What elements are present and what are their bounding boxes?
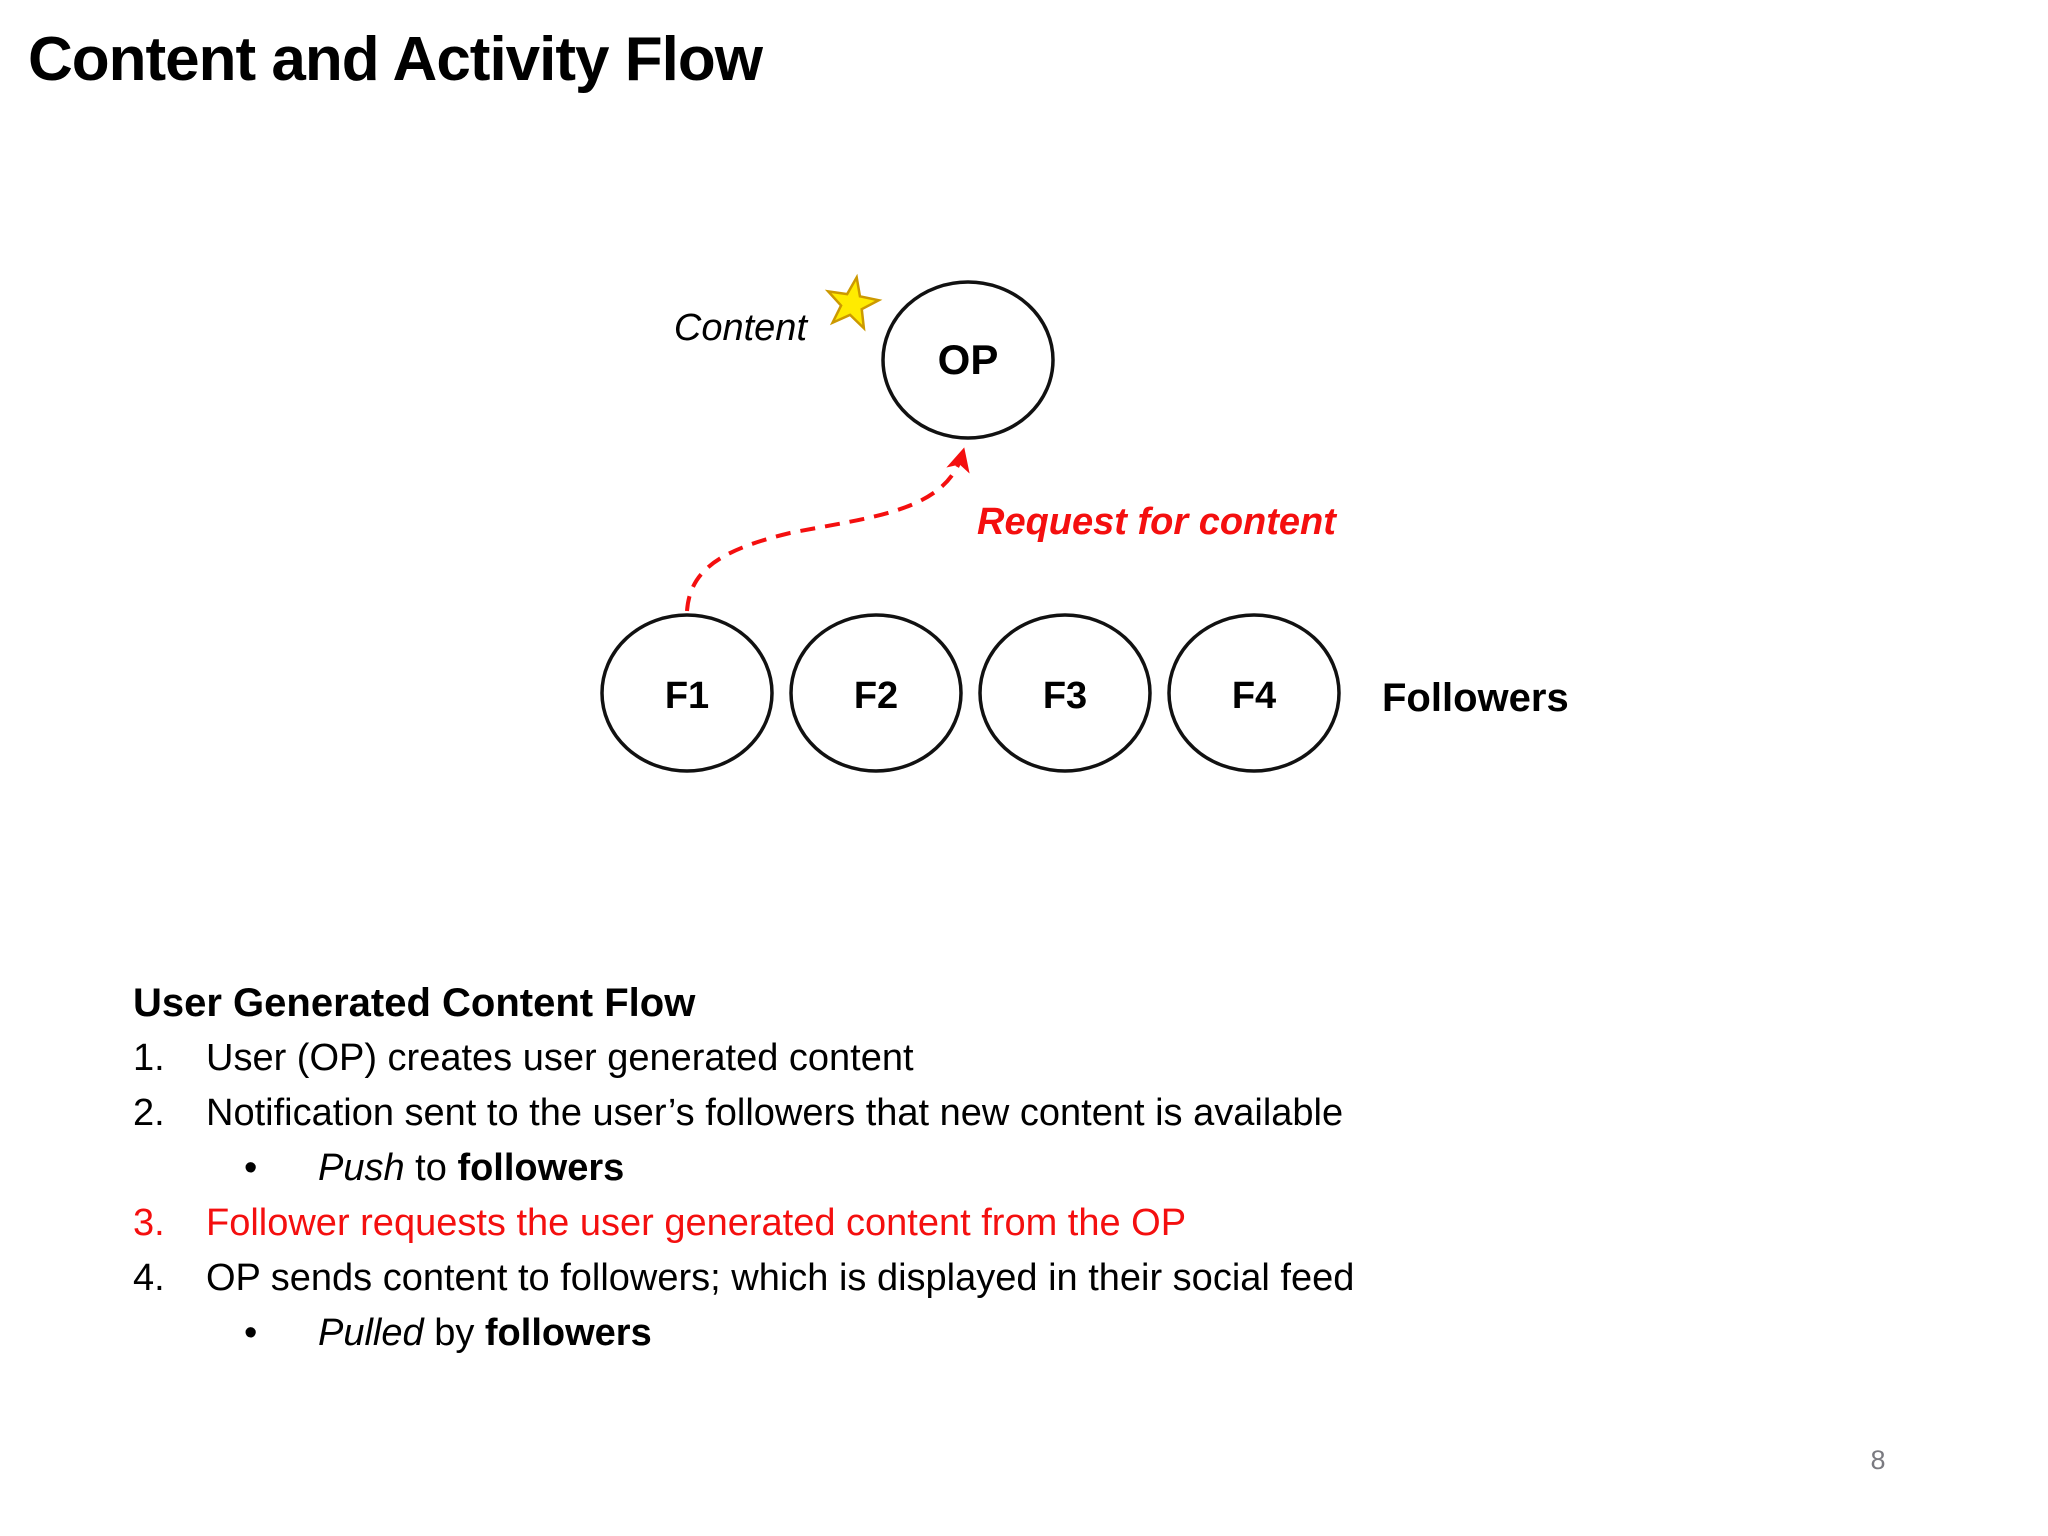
follower-label-f1: F1 [664,675,710,717]
bullet-strong: followers [457,1147,625,1189]
follower-label-f3: F3 [1042,675,1088,717]
sub-bullet-push: • Push to followers [133,1141,1833,1196]
sub-bullet-pulled: • Pulled by followers [133,1306,1833,1361]
list-item-number: 4. [133,1257,165,1299]
list-item-number: 1. [133,1037,165,1079]
bullet-strong: followers [484,1312,652,1354]
notes-heading: User Generated Content Flow [133,981,696,1025]
list-item-4: 4. OP sends content to followers; which i… [133,1251,1833,1306]
bullet-lead: Push [318,1147,405,1189]
list-item-3: 3. Follower requests the user generated c… [133,1196,1833,1251]
request-arrow [685,447,970,612]
list-item-text: OP sends content to followers; which is … [206,1257,1355,1299]
bullet-icon: • [244,1312,258,1354]
op-node-label: OP [937,336,999,383]
follower-node-circle-f3 [978,613,1152,773]
star-icon [824,273,883,332]
list-item-text: Notification sent to the user’s follower… [206,1092,1344,1134]
followers-group-label: Followers [1382,676,1569,720]
notes-block: User Generated Content Flow 1. User (OP) … [133,976,1833,1361]
follower-node-circle-f1 [600,613,774,773]
request-for-content-label: Request for content [977,501,1336,543]
list-item-text: Follower requests the user generated con… [206,1202,1187,1244]
list-item-2: 2. Notification sent to the user’s follow… [133,1086,1833,1141]
follower-node-circle-f2 [789,613,963,773]
follower-node-circle-f4 [1167,613,1341,773]
bullet-lead: Pulled [318,1312,424,1354]
list-item-number: 3. [133,1202,165,1244]
list-item-1: 1. User (OP) creates user generated conte… [133,1031,1833,1086]
list-item-text: User (OP) creates user generated content [206,1037,914,1079]
content-label: Content [673,307,807,349]
bullet-mid: by [423,1312,485,1354]
op-node-circle [881,280,1055,440]
bullet-icon: • [244,1147,258,1189]
follower-label-f4: F4 [1231,675,1277,717]
list-item-number: 2. [133,1092,165,1134]
bullet-mid: to [404,1147,458,1189]
slide-title: Content and Activity Flow [28,25,763,94]
page-number: 8 [1870,1445,1886,1475]
follower-label-f2: F2 [853,675,899,717]
